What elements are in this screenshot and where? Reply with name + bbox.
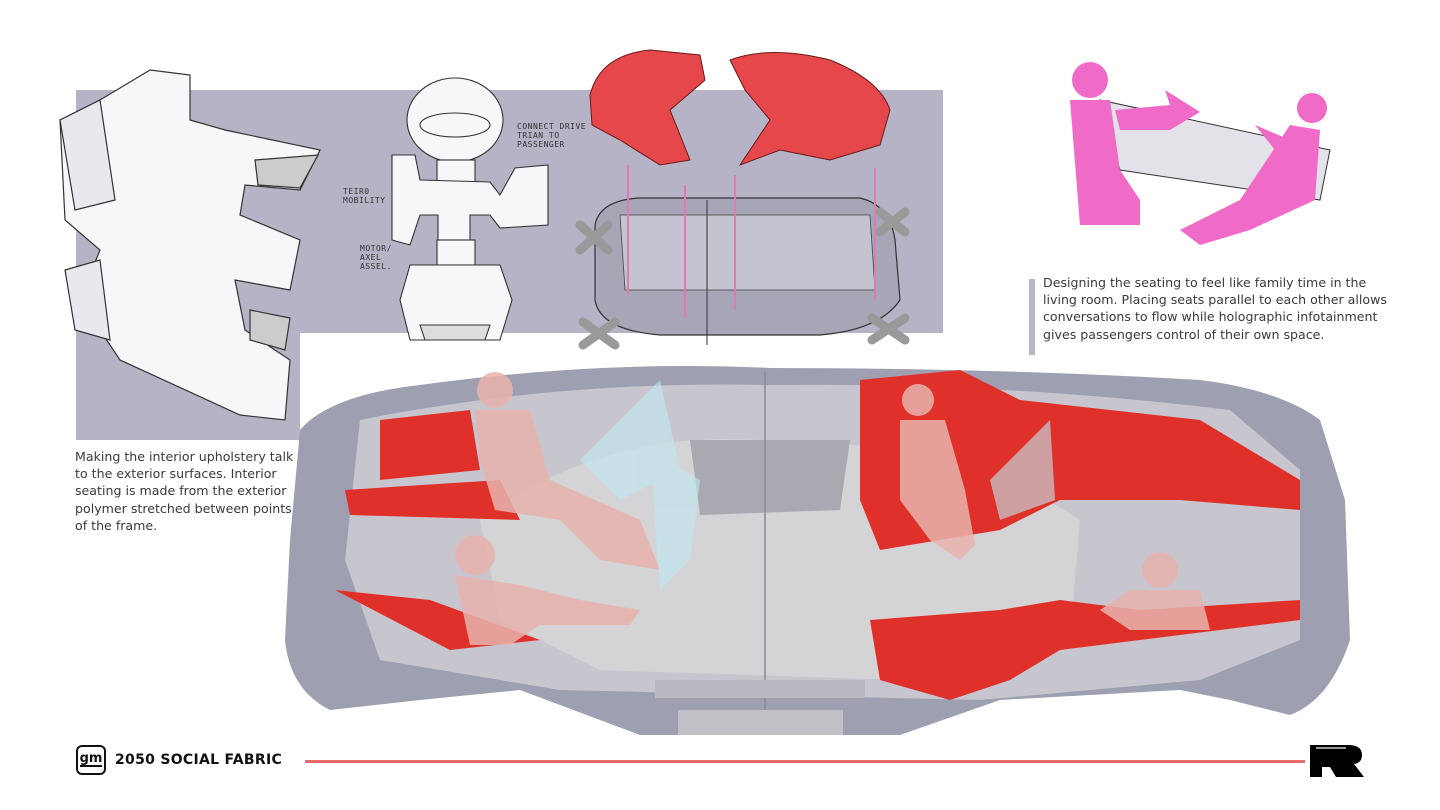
footer-divider-line	[305, 760, 1305, 763]
seat-frame-sketch	[59, 69, 321, 421]
vehicle-interior-render	[285, 366, 1350, 735]
footer-title: 2050 SOCIAL FABRIC	[115, 752, 283, 768]
annotation-mobility: Teir0 mobility	[343, 187, 386, 205]
annotation-motor-axle: Motor/ axel assel.	[360, 244, 392, 271]
drivetrain-sketch	[391, 77, 549, 341]
annotation-connect-drivetrain: Connect drive trian to passenger	[517, 122, 587, 149]
caption-upholstery: Making the interior upholstery talk to t…	[75, 449, 294, 533]
gm-logo-text: gm	[79, 751, 103, 767]
brand-r-logo	[1310, 745, 1364, 777]
caption-seating: Designing the seating to feel like famil…	[1043, 275, 1387, 342]
chassis-sketch	[575, 165, 910, 350]
gm-logo: gm	[76, 745, 106, 775]
red-seat-shells	[589, 49, 891, 167]
seating-concept-sketch	[1070, 62, 1331, 245]
caption-accent-bar	[1029, 279, 1035, 355]
